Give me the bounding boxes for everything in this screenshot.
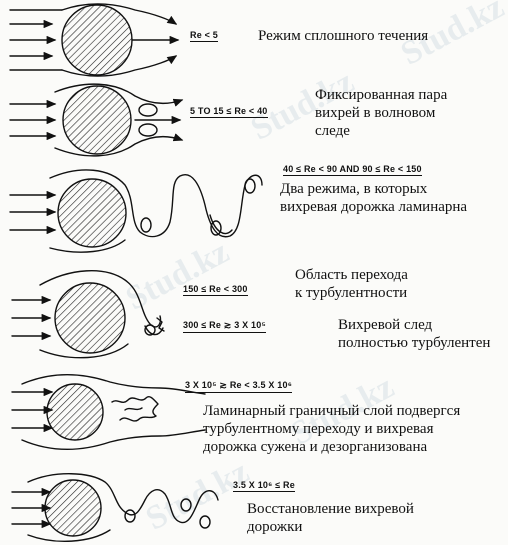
regime-5-description: Вихревой след полностью турбулентен bbox=[338, 317, 491, 351]
regime-7-range: 3.5 X 10⁶ ≤ Re bbox=[233, 480, 295, 492]
regime-3-range: 40 ≤ Re < 90 AND 90 ≤ Re < 150 bbox=[283, 164, 422, 176]
regime-6-sketch bbox=[11, 374, 206, 450]
regime-3-description: Два режима, в которых вихревая дорожка л… bbox=[280, 181, 468, 215]
regime-2-description: Фиксированная пара вихрей в волновом сле… bbox=[315, 87, 448, 139]
regime-1-range: Re < 5 bbox=[190, 30, 218, 42]
regime-7-sketch bbox=[11, 473, 219, 543]
regime-6-description: Ламинарный граничный слой подвергся турб… bbox=[203, 403, 461, 455]
regime-4-description: Область перехода к турбулентности bbox=[295, 267, 408, 301]
regime-7-description: Восстановление вихревой дорожки bbox=[247, 501, 414, 535]
regime-5-range: 300 ≤ Re ≳ 3 X 10⁵ bbox=[183, 320, 266, 333]
regime-6-range: 3 X 10⁵ ≳ Re < 3.5 X 10⁶ bbox=[185, 380, 293, 393]
regime-3-sketch bbox=[9, 169, 263, 253]
regime-1-sketch bbox=[9, 3, 180, 77]
regime-2-sketch bbox=[9, 83, 184, 157]
regime-1-description: Режим сплошного течения bbox=[258, 28, 429, 44]
regime-2-range: 5 TO 15 ≤ Re < 40 bbox=[190, 106, 268, 118]
regime-4-range: 150 ≤ Re < 300 bbox=[183, 284, 248, 296]
regime-4-sketch bbox=[11, 270, 165, 359]
